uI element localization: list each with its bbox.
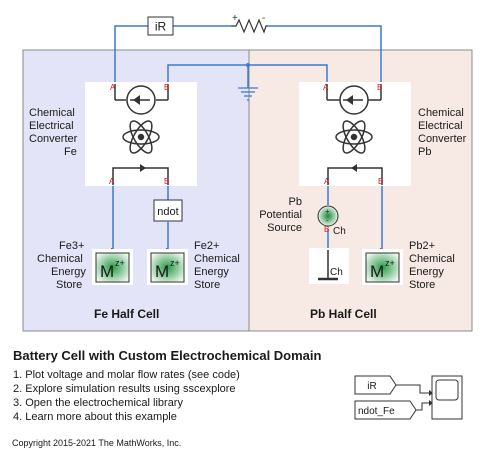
svg-text:Ch: Ch	[330, 267, 343, 278]
svg-text:A: A	[110, 83, 116, 92]
svg-text:B: B	[378, 177, 383, 186]
svg-text:iR: iR	[155, 20, 167, 34]
svg-text:M: M	[100, 262, 114, 281]
scope-block[interactable]	[431, 375, 463, 420]
svg-text:M: M	[370, 262, 384, 281]
fe-half-cell-title: Fe Half Cell	[94, 307, 160, 321]
svg-text:B: B	[164, 83, 169, 92]
pb-converter-block[interactable]	[299, 82, 411, 186]
pb2-store-label: Pb2+ Chemical Energy Store	[409, 240, 455, 291]
fe2-store-label: Fe2+ Chemical Energy Store	[194, 240, 240, 291]
potential-source-block[interactable]: + - Ch	[317, 205, 346, 237]
instructions-list: 1. Plot voltage and molar flow rates (se…	[13, 368, 240, 424]
svg-text:+: +	[232, 13, 238, 24]
resistor-icon[interactable]: + -	[231, 13, 268, 34]
svg-text:M: M	[155, 262, 169, 281]
svg-text:B: B	[164, 177, 169, 186]
copyright-text: Copyright 2015-2021 The MathWorks, Inc.	[12, 438, 182, 448]
fe-converter-block[interactable]	[85, 82, 197, 186]
model-title: Battery Cell with Custom Electrochemical…	[13, 348, 322, 363]
svg-text:A: A	[323, 83, 329, 92]
svg-text:A: A	[109, 177, 115, 186]
fe3-store-block[interactable]: M z+	[92, 249, 133, 285]
svg-text:ndot: ndot	[157, 206, 178, 218]
svg-text:z+: z+	[170, 258, 180, 268]
step-library-link[interactable]: 3. Open the electrochemical library	[13, 397, 183, 409]
atom-icon	[335, 120, 373, 154]
svg-text:ndot_Fe: ndot_Fe	[358, 406, 395, 417]
svg-text:Ch: Ch	[333, 226, 346, 237]
svg-text:A: A	[324, 177, 330, 186]
atom-icon	[122, 120, 160, 154]
output-scope-diagram: iR ndot_Fe	[354, 375, 463, 420]
fe2-store-block[interactable]: M z+	[147, 249, 188, 285]
ndot-goto-tag[interactable]: ndot_Fe	[354, 400, 417, 420]
svg-text:-: -	[262, 13, 265, 24]
flow-sensor-block[interactable]: ndot	[153, 199, 183, 222]
svg-text:+: +	[325, 207, 330, 216]
svg-text:z+: z+	[115, 258, 125, 268]
pb-half-cell-title: Pb Half Cell	[310, 307, 377, 321]
ground-icon[interactable]	[238, 87, 258, 101]
svg-text:iR: iR	[367, 381, 376, 392]
step-plot-link[interactable]: 1. Plot voltage and molar flow rates (se…	[13, 369, 240, 381]
svg-text:B: B	[324, 225, 329, 234]
step-learn-link[interactable]: 4. Learn more about this example	[13, 411, 177, 423]
pb2-store-block[interactable]: M z+	[362, 249, 403, 285]
svg-text:B: B	[377, 83, 382, 92]
chemical-reference-block[interactable]: Ch	[309, 248, 349, 284]
potential-source-label: Pb Potential Source	[259, 196, 302, 234]
current-sensor-block[interactable]: iR	[147, 16, 174, 36]
fe-converter-label: Chemical Electrical Converter Fe	[29, 107, 78, 158]
svg-text:z+: z+	[385, 258, 395, 268]
ir-goto-tag[interactable]: iR	[354, 375, 397, 395]
fe3-store-label: Fe3+ Chemical Energy Store	[37, 240, 86, 291]
svg-text:-: -	[326, 216, 329, 225]
block-diagram: iR + -	[22, 13, 473, 332]
pb-converter-label: Chemical Electrical Converter Pb	[418, 107, 467, 158]
diagram-canvas: iR + -	[22, 13, 473, 332]
step-explore-link[interactable]: 2. Explore simulation results using ssce…	[13, 383, 236, 395]
